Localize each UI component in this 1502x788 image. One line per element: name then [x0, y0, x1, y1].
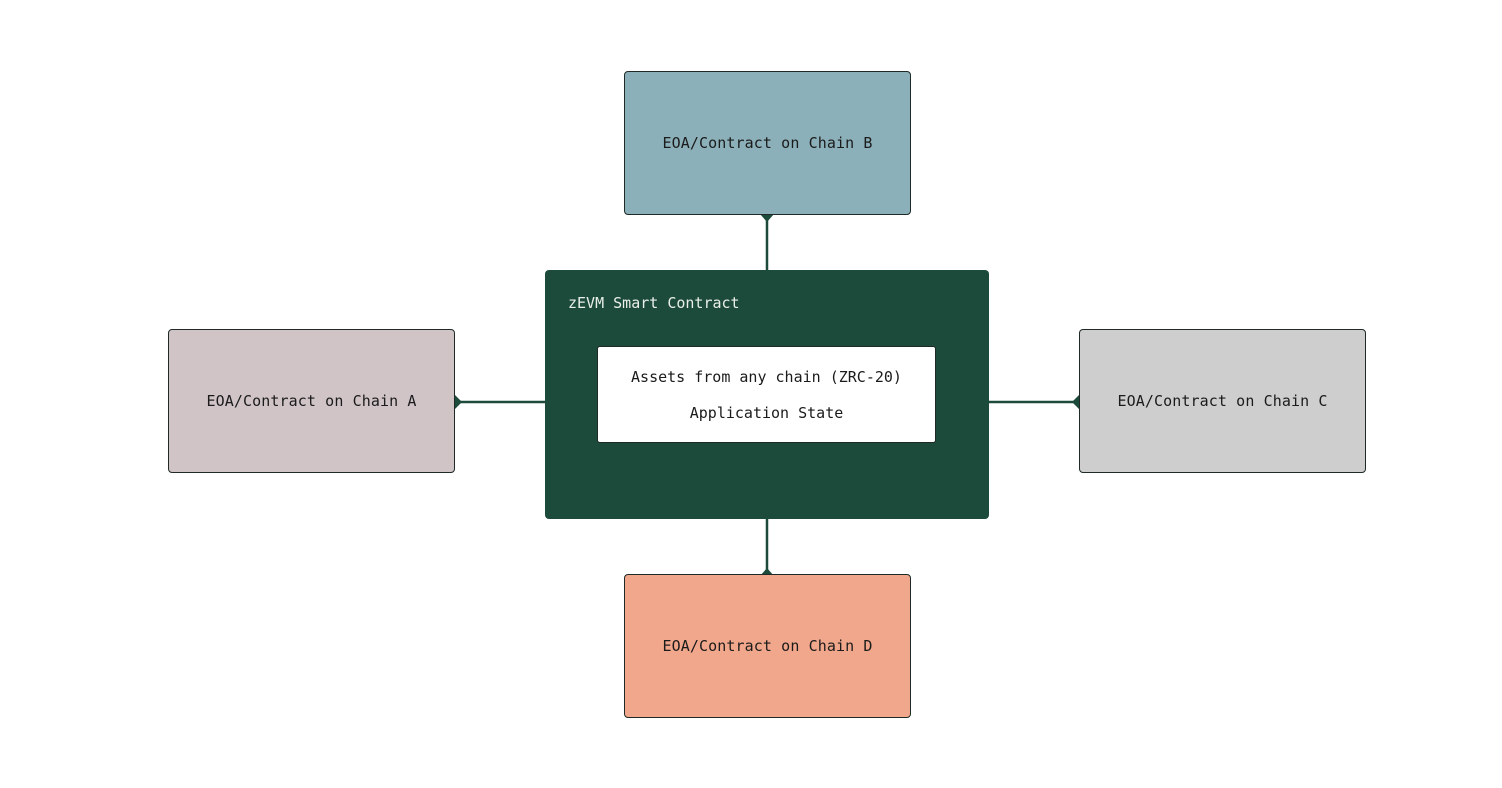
node-chain-b-label: EOA/Contract on Chain B [662, 134, 873, 152]
node-chain-a: EOA/Contract on Chain A [168, 329, 455, 473]
node-chain-b: EOA/Contract on Chain B [624, 71, 911, 215]
contract-contents-box: Assets from any chain (ZRC-20) Applicati… [597, 346, 936, 443]
node-chain-a-label: EOA/Contract on Chain A [206, 392, 417, 410]
node-chain-d-label: EOA/Contract on Chain D [662, 637, 873, 655]
zevm-smart-contract-title: zEVM Smart Contract [568, 294, 740, 312]
node-chain-d: EOA/Contract on Chain D [624, 574, 911, 718]
zevm-smart-contract-box: zEVM Smart Contract Assets from any chai… [545, 270, 989, 519]
node-chain-c: EOA/Contract on Chain C [1079, 329, 1366, 473]
application-state-label: Application State [689, 403, 844, 422]
assets-from-any-chain-label: Assets from any chain (ZRC-20) [631, 367, 902, 386]
node-chain-c-label: EOA/Contract on Chain C [1117, 392, 1328, 410]
